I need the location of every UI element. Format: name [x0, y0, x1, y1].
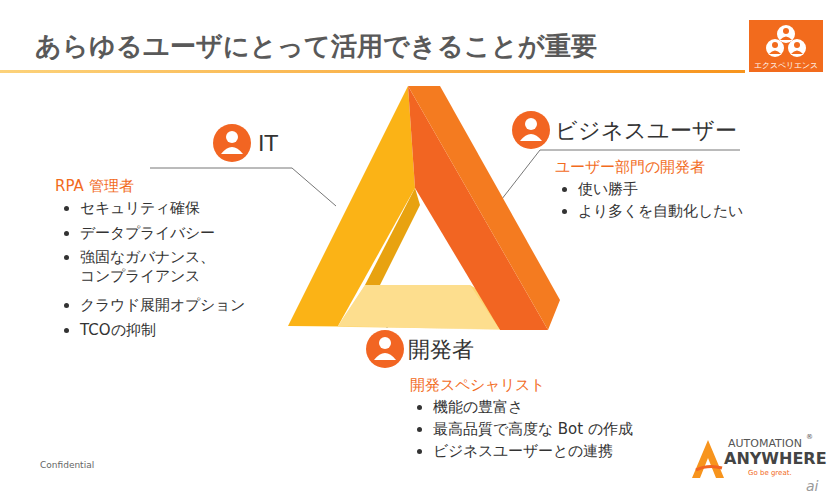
bullet-dot	[562, 209, 567, 214]
logo-mark	[692, 440, 724, 478]
logo-text: ANYWHERE	[724, 449, 827, 469]
footer-note: Confidential	[40, 460, 94, 471]
bullet-dot	[64, 206, 69, 211]
badge-label: エクスペリエンス	[749, 61, 823, 71]
bullet-item: データプライバシー	[80, 224, 215, 243]
logo-tagline: Go be great.	[748, 469, 792, 478]
bullet-dot	[64, 231, 69, 236]
bullet-item: 使い勝手	[578, 180, 638, 199]
logo-text: AUTOMATION	[728, 437, 802, 451]
bullet-dot	[562, 187, 567, 192]
bullet-item: クラウド展開オプション	[80, 296, 245, 315]
bullet-item: TCOの抑制	[80, 321, 156, 340]
watermark: ai	[806, 478, 818, 496]
bullet-item: セキュリティ確保	[80, 199, 200, 218]
bullet-dot	[64, 303, 69, 308]
badge-people	[766, 25, 806, 57]
role-heading: ビジネスユーザー	[555, 117, 737, 145]
badge: エクスペリエンス	[749, 20, 823, 72]
role-subtitle: RPA 管理者	[55, 177, 134, 196]
bullet-dot	[64, 255, 69, 260]
bullet-item: より多くを自動化したい	[578, 202, 743, 221]
person-icons	[213, 111, 550, 368]
title-rule	[0, 70, 745, 73]
penrose-triangle	[288, 86, 560, 330]
bullet-dot	[64, 328, 69, 333]
bullet-dot	[417, 405, 422, 410]
role-subtitle: ユーザー部門の開発者	[555, 158, 705, 177]
bullet-item: 最高品質で高度な Bot の作成	[433, 420, 633, 439]
page-title: あらゆるユーザにとって活用できることが重要	[35, 30, 597, 63]
bullet-item: 機能の豊富さ	[433, 398, 523, 417]
bullet-item: ビジネスユーザーとの連携	[433, 442, 613, 461]
role-subtitle: 開発スペシャリスト	[410, 376, 545, 395]
bullet-dot	[417, 427, 422, 432]
role-heading: 開発者	[408, 336, 474, 364]
role-heading: IT	[258, 130, 278, 158]
bullet-item: 強固なガバナンス、 コンプライアンス	[80, 248, 250, 286]
bullet-dot	[417, 449, 422, 454]
badge-ground	[749, 20, 823, 72]
logo-mark-text: ®	[806, 433, 813, 442]
